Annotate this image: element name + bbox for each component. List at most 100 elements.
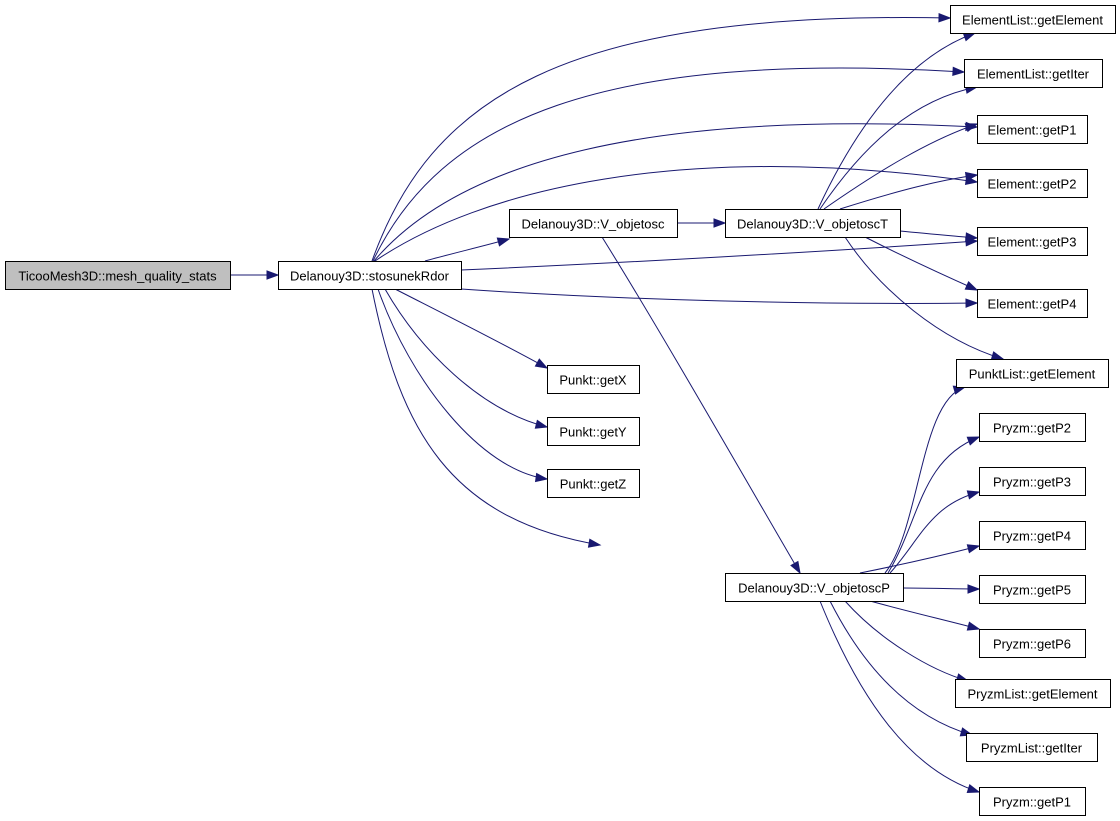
node-stosunekRdor[interactable]: Delanouy3D::stosunekRdor <box>278 261 462 290</box>
node-box <box>979 629 1086 658</box>
edge-arrowhead <box>964 171 979 182</box>
call-graph-edges <box>229 13 1005 793</box>
node-label: Delanouy3D::V_objetoscT <box>737 217 888 232</box>
edge-V_objetosc-to-V_objetoscT <box>676 218 727 228</box>
edge-V_objetoscP-to-Pr_getP2 <box>887 436 981 574</box>
node-V_objetoscP[interactable]: Delanouy3D::V_objetoscP <box>725 573 904 602</box>
node-E_getP3[interactable]: Element::getP3 <box>977 227 1088 256</box>
edge-arrowhead <box>966 490 981 500</box>
edge-line <box>884 386 966 574</box>
node-box <box>964 59 1103 88</box>
node-box <box>955 679 1111 708</box>
node-V_objetosc[interactable]: Delanouy3D::V_objetosc <box>509 209 678 238</box>
node-mesh_quality_stats[interactable]: TicooMesh3D::mesh_quality_stats <box>5 261 231 290</box>
edge-line <box>844 236 1004 360</box>
edge-V_objetoscP-to-Pr_getP6 <box>869 600 981 631</box>
edge-arrowhead <box>967 584 981 594</box>
edge-line <box>377 288 548 480</box>
node-P_getY[interactable]: Punkt::getY <box>547 417 640 446</box>
node-box <box>979 787 1086 816</box>
edge-line <box>869 600 980 630</box>
edge-line <box>817 32 976 210</box>
node-Pr_getP4[interactable]: Pryzm::getP4 <box>979 521 1086 550</box>
node-box <box>979 467 1086 496</box>
edge-line <box>394 288 548 369</box>
edge-arrowhead <box>938 13 952 23</box>
edge-line <box>371 288 601 546</box>
edge-stosunekRdor-to-P_getX <box>394 288 549 369</box>
edge-V_objetoscT-to-E_getP3 <box>899 230 979 242</box>
node-label: TicooMesh3D::mesh_quality_stats <box>18 269 217 284</box>
node-Pr_getP5[interactable]: Pryzm::getP5 <box>979 575 1086 604</box>
node-EL_getElement[interactable]: ElementList::getElement <box>950 5 1116 34</box>
edge-arrowhead <box>952 66 966 77</box>
node-label: Delanouy3D::V_objetosc <box>521 217 665 232</box>
node-box <box>956 359 1109 388</box>
node-label: Punkt::getX <box>559 373 627 388</box>
node-Pr_getP1[interactable]: Pryzm::getP1 <box>979 787 1086 816</box>
edge-arrowhead <box>713 218 727 228</box>
node-Pr_getP2[interactable]: Pryzm::getP2 <box>979 413 1086 442</box>
edge-line <box>424 238 510 262</box>
node-E_getP1[interactable]: Element::getP1 <box>977 115 1088 144</box>
edge-V_objetosc-to-V_objetoscP <box>601 236 801 575</box>
node-E_getP4[interactable]: Element::getP4 <box>977 289 1088 318</box>
edge-line <box>460 240 978 271</box>
edge-V_objetoscP-to-Pr_getP3 <box>889 490 981 574</box>
node-E_getP2[interactable]: Element::getP2 <box>977 169 1088 198</box>
edge-V_objetoscP-to-Pr_getP4 <box>859 544 981 574</box>
node-V_objetoscT[interactable]: Delanouy3D::V_objetoscT <box>725 209 901 238</box>
edge-line <box>887 436 980 574</box>
edge-stosunekRdor-to-E_getP1 <box>373 121 979 262</box>
node-box <box>278 261 462 290</box>
edge-stosunekRdor-to-EL_getElement <box>371 13 952 262</box>
node-P_getZ[interactable]: Punkt::getZ <box>547 469 640 498</box>
edge-arrowhead <box>965 298 979 308</box>
edge-arrowhead <box>962 32 977 42</box>
node-Pr_getP6[interactable]: Pryzm::getP6 <box>979 629 1086 658</box>
edge-stosunekRdor-to-V_objetosc <box>424 237 511 262</box>
node-label: PunktList::getElement <box>969 367 1096 382</box>
node-label: Element::getP3 <box>988 235 1077 250</box>
edge-V_objetoscT-to-E_getP4 <box>864 236 979 291</box>
node-PrL_getElement[interactable]: PryzmList::getElement <box>955 679 1111 708</box>
edge-V_objetoscT-to-E_getP2 <box>839 171 979 210</box>
edge-arrowhead <box>266 270 280 280</box>
edge-line <box>899 230 978 239</box>
edge-stosunekRdor-to-P_getY <box>384 288 549 429</box>
edge-line <box>374 166 978 262</box>
edge-line <box>839 174 978 210</box>
node-Pr_getP3[interactable]: Pryzm::getP3 <box>979 467 1086 496</box>
edge-line <box>844 600 969 682</box>
edge-stosunekRdor-to-E_getP4 <box>460 288 979 308</box>
edge-arrowhead <box>534 472 549 483</box>
node-EL_getIter[interactable]: ElementList::getIter <box>964 59 1103 88</box>
edge-stosunekRdor-to-PL_getElement <box>371 288 602 548</box>
edge-arrowhead <box>966 544 981 554</box>
node-box <box>966 733 1098 762</box>
edge-arrowhead <box>964 281 979 291</box>
node-P_getX[interactable]: Punkt::getX <box>547 365 640 394</box>
edge-line <box>371 17 951 262</box>
node-label: Pryzm::getP5 <box>993 583 1071 598</box>
node-box <box>979 413 1086 442</box>
edge-V_objetoscP-to-Pr_getP5 <box>902 584 981 594</box>
edge-arrowhead <box>496 237 511 247</box>
node-PL_getElement[interactable]: PunktList::getElement <box>956 359 1109 388</box>
edge-mesh_quality_stats-to-stosunekRdor <box>229 270 280 280</box>
edge-V_objetoscT-to-PL_getElement <box>844 236 1005 361</box>
edge-line <box>829 600 973 736</box>
edge-V_objetoscT-to-EL_getElement <box>817 32 977 210</box>
edge-V_objetoscP-to-PL_getElement <box>884 385 967 574</box>
node-label: Pryzm::getP3 <box>993 475 1071 490</box>
node-box <box>977 169 1088 198</box>
node-box <box>725 573 904 602</box>
node-label: Punkt::getY <box>559 425 627 440</box>
node-label: ElementList::getIter <box>977 67 1090 82</box>
node-box <box>547 417 640 446</box>
edge-V_objetoscT-to-E_getP1 <box>823 123 979 210</box>
node-label: Pryzm::getP6 <box>993 637 1071 652</box>
node-label: Element::getP2 <box>988 177 1077 192</box>
edge-arrowhead <box>534 419 549 429</box>
node-PrL_getIter[interactable]: PryzmList::getIter <box>966 733 1098 762</box>
